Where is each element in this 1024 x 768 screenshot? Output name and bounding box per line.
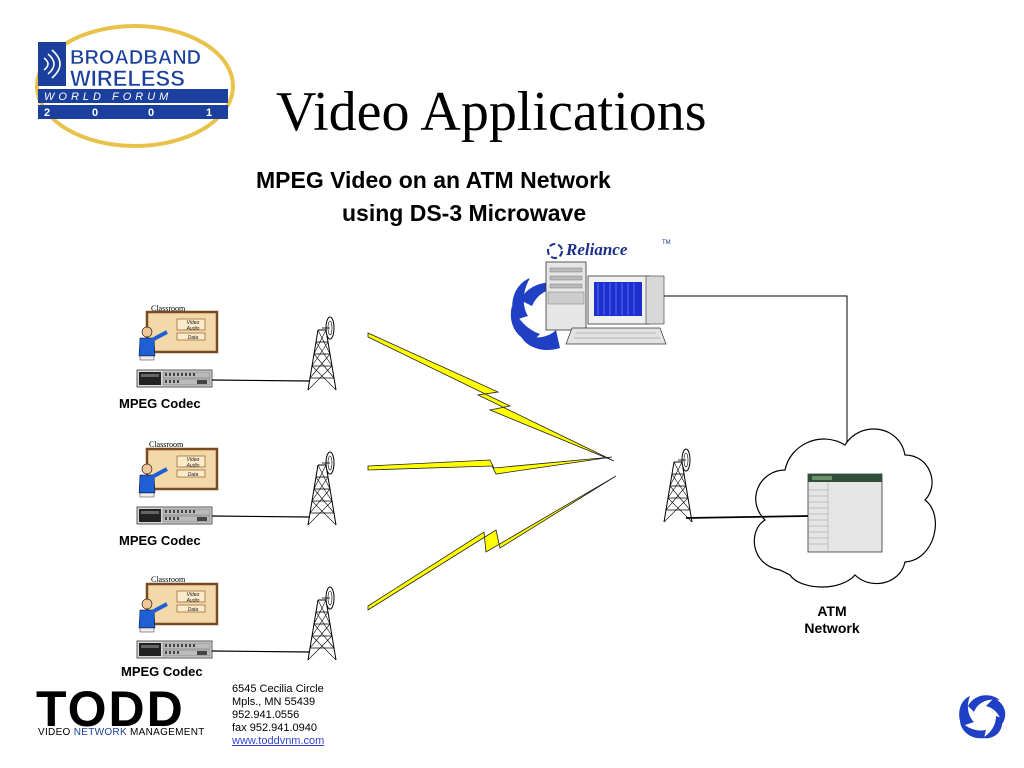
codec-rack-icon — [136, 369, 213, 388]
link-codec-3 — [211, 650, 311, 653]
board-text-2: Video Audio Data — [180, 457, 206, 478]
link-tower-atm — [685, 515, 809, 519]
atm-network-label: ATM Network — [790, 603, 874, 637]
swirl-icon — [547, 243, 563, 259]
swirl-icon — [510, 278, 568, 351]
board-text-1: Video Audio Data — [180, 320, 206, 341]
lightning-bolt-icon — [367, 475, 617, 611]
todd-tagline: VIDEO NETWORK MANAGEMENT — [38, 727, 205, 738]
codec-label-2: MPEG Codec — [119, 533, 201, 548]
link-server-atm — [660, 295, 848, 470]
tagline-part3: MANAGEMENT — [126, 727, 205, 738]
antenna-tower-icon — [307, 586, 337, 661]
board-text-3: Video Audio Data — [180, 592, 206, 613]
address-line1: 6545 Cecilia Circle — [232, 683, 324, 695]
logo-line3: WORLD FORUM — [44, 91, 172, 103]
classroom-label-3: Classroom — [151, 575, 186, 584]
codec-rack-icon — [136, 640, 213, 659]
reliance-tm: TM — [662, 240, 671, 246]
lightning-bolt-icon — [367, 332, 615, 462]
codec-label-3: MPEG Codec — [121, 664, 203, 679]
computer-workstation-icon — [510, 261, 667, 351]
swirl-icon — [959, 695, 1006, 739]
board-line-data: Data — [187, 472, 199, 478]
logo-digit-1: 2 — [44, 107, 50, 119]
fax-number: fax 952.941.0940 — [232, 722, 318, 734]
tagline-part1: VIDEO — [38, 727, 74, 738]
todd-logo: TODD — [36, 681, 185, 737]
logo-digit-4: 1 — [206, 107, 212, 119]
link-codec-2 — [211, 515, 311, 518]
bwwf-logo: BROADBAND WIRELESS WORLD FORUM 2 0 0 1 — [30, 22, 240, 152]
board-line-video: Video — [186, 320, 200, 326]
slide-title: Video Applications — [276, 81, 707, 143]
codec-rack-icon — [136, 506, 213, 525]
reliance-brand: Reliance — [566, 240, 628, 259]
lightning-bolt-icon — [367, 456, 613, 475]
antenna-tower-icon — [663, 448, 693, 523]
link-codec-1 — [211, 379, 311, 382]
atm-label-line1: ATM — [817, 603, 847, 619]
logo-digit-3: 0 — [148, 107, 154, 119]
phone-number: 952.941.0556 — [232, 709, 300, 721]
board-line-audio: Audio — [186, 326, 200, 332]
website-link[interactable]: www.toddvnm.com — [232, 735, 325, 747]
board-line-data: Data — [187, 335, 199, 341]
board-line-audio: Audio — [186, 463, 200, 469]
antenna-tower-icon — [307, 316, 337, 391]
codec-label-1: MPEG Codec — [119, 396, 201, 411]
contact-block: 6545 Cecilia Circle Mpls., MN 55439 952.… — [232, 683, 324, 748]
address-line2: Mpls., MN 55439 — [232, 696, 316, 708]
atm-label-line2: Network — [804, 620, 860, 636]
board-line-audio: Audio — [186, 598, 200, 604]
logo-line1: BROADBAND — [70, 47, 201, 69]
subtitle-line1: MPEG Video on an ATM Network — [256, 167, 611, 193]
board-line-video: Video — [186, 592, 200, 598]
logo-line2: WIRELESS — [70, 66, 185, 91]
classroom-label-2: Classroom — [149, 440, 184, 449]
subtitle-line2: using DS-3 Microwave — [342, 200, 587, 226]
antenna-tower-icon — [307, 451, 337, 526]
classroom-label-1: Classroom — [151, 304, 186, 313]
board-line-data: Data — [187, 607, 199, 613]
atm-switch-icon — [807, 473, 883, 553]
tagline-part2: NETWORK — [73, 727, 127, 738]
logo-digit-2: 0 — [92, 107, 98, 119]
reliance-logo: Reliance TM — [546, 240, 686, 262]
board-line-video: Video — [186, 457, 200, 463]
